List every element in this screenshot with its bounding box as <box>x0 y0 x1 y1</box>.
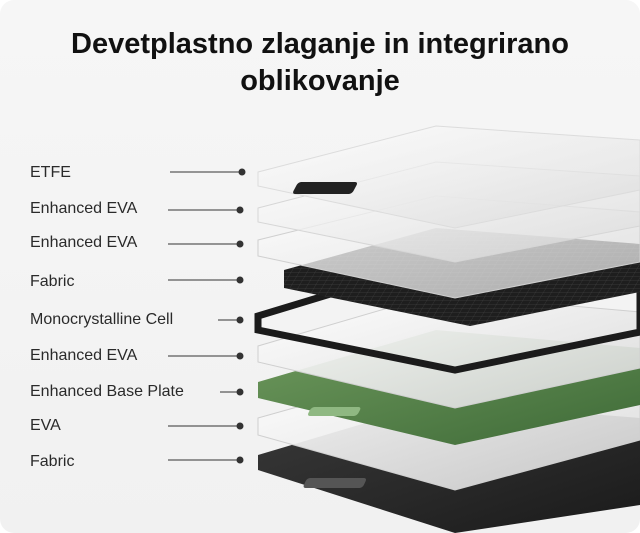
layer-label-eva: EVA <box>30 417 61 434</box>
title-line-1: Devetplastno zlaganje in integrirano <box>71 28 569 60</box>
page-title: Devetplastno zlaganje in integrirano obl… <box>0 26 640 100</box>
title-line-2: oblikovanje <box>240 65 400 97</box>
layer-etfe <box>257 125 640 229</box>
handle-slot-bottom <box>303 478 367 488</box>
layer-label-fabric-1: Fabric <box>30 273 75 290</box>
layer-label-enhanced-eva-1: Enhanced EVA <box>30 200 138 217</box>
handle-slot-top <box>293 182 358 194</box>
layer-label-etfe: ETFE <box>30 164 71 181</box>
layer-label-monocrystalline-cell: Monocrystalline Cell <box>30 311 174 328</box>
base-plate-slot <box>308 407 361 416</box>
layer-label-fabric-2: Fabric <box>30 453 75 470</box>
layer-label-enhanced-eva-3: Enhanced EVA <box>30 347 138 364</box>
layer-label-enhanced-eva-2: Enhanced EVA <box>30 234 138 251</box>
layer-label-enhanced-base-plate: Enhanced Base Plate <box>30 383 184 400</box>
